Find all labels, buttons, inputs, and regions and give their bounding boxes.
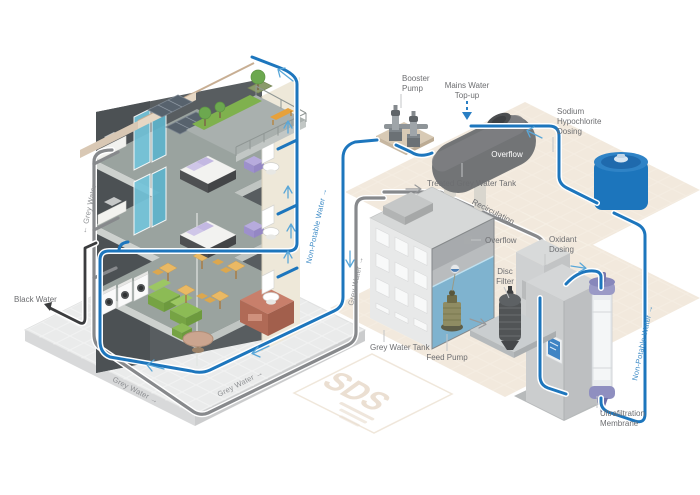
sofa (170, 294, 202, 327)
tank-panel-grid (375, 227, 428, 332)
treated-tank-label: Treated Grey Water Tank (427, 179, 517, 188)
mains-water-label: Top-up (455, 91, 480, 100)
sodium-hypochlorite-tank (594, 152, 648, 210)
membrane-skid (514, 264, 615, 421)
roof-trees (198, 69, 266, 126)
black-water-pipe (44, 240, 99, 327)
bed (179, 155, 237, 193)
flow-arrow-icon (283, 185, 293, 199)
toilets (261, 139, 280, 305)
membrane-outlet-riser (599, 211, 647, 424)
mains-arrowhead (462, 112, 472, 120)
ultrafiltration-label: Membrane (600, 419, 639, 428)
shower-glass (133, 166, 167, 236)
non-potable-pipes (97, 54, 648, 425)
sodium-dosing-label: Dosing (557, 127, 582, 136)
toilet (261, 269, 280, 305)
flow-arrow-icon (345, 250, 355, 268)
disc-filter-canister (499, 286, 521, 350)
non-potable-flow-label: Non-Potable Water → (304, 187, 329, 264)
flow-arrow-icon (251, 345, 270, 358)
armchair-purple (244, 156, 264, 173)
ground-floor-lounge (101, 271, 214, 353)
dosing-return-pipe (469, 124, 599, 205)
booster-pump-label: Pump (402, 84, 423, 93)
roof-bench (270, 108, 294, 125)
flow-arrows (146, 67, 587, 372)
flow-arrow-icon (405, 184, 422, 194)
mains-top-up (462, 101, 472, 120)
bath-counter (97, 197, 127, 226)
toilet-feed-stub (276, 266, 299, 279)
pump (407, 111, 420, 147)
skid-internal-pipe (538, 296, 568, 396)
black-water-arrowhead (44, 302, 52, 311)
grey-water-stub (92, 216, 120, 232)
sofa (148, 279, 180, 312)
flow-arrow-icon (526, 126, 543, 139)
ultrafiltration-label: Ultrafiltration (600, 409, 645, 418)
treated-tank-overflow-label: Overflow (491, 150, 523, 159)
label-leaders (383, 94, 598, 408)
disc-filter-label: Filter (496, 277, 514, 286)
flow-arrow-icon (286, 223, 296, 239)
toilet-feed-stub (276, 138, 299, 151)
tank-lid (383, 192, 433, 225)
booster-pump-label: Booster (402, 74, 430, 83)
flow-arrow-icon (146, 359, 165, 372)
round-table (182, 331, 214, 353)
bed (179, 220, 237, 258)
laundry-feed-stub (117, 240, 130, 253)
ultrafiltration-membrane-vessel (589, 272, 615, 412)
grey-water-main-pipe (92, 148, 386, 416)
treatment-equipment (369, 105, 648, 421)
tank-to-booster-pipe (394, 143, 434, 157)
building-loop-pipe (98, 55, 379, 374)
submersible-feed-pump (441, 264, 463, 332)
bedrooms (179, 155, 264, 258)
grey-water-stub (92, 150, 120, 166)
booster-pump-unit (376, 105, 434, 155)
oxidant-dosing-label: Oxidant (549, 235, 577, 244)
pump (389, 105, 402, 141)
flow-arrow-icon (283, 120, 293, 134)
sodium-dosing-label: Sodium (557, 107, 584, 116)
disc-filter-unit (470, 286, 556, 358)
washing-machines (101, 271, 149, 316)
sodium-dosing-label: Hypochlorite (557, 117, 602, 126)
grey-water-feed-tank (369, 186, 495, 350)
flow-arrow-icon (277, 67, 294, 82)
armchair-purple (244, 221, 264, 238)
flow-arrow-icon (469, 318, 487, 329)
watermark: SDS (292, 353, 454, 434)
overflow-port (464, 236, 472, 244)
membrane-inlet-pipe (564, 269, 603, 290)
mains-water-label: Mains Water (445, 81, 490, 90)
black-water-label: Black Water (14, 295, 57, 304)
flow-arrow-icon (283, 250, 293, 264)
feed-pump-label: Feed Pump (426, 353, 468, 362)
toilet-feed-stub (276, 203, 299, 216)
grey-water-tank-label: Grey Water Tank (370, 343, 431, 352)
disc-filter-label: Disc (497, 267, 513, 276)
feed-tank-overflow-label: Overflow (485, 236, 517, 245)
flow-arrow-icon (570, 262, 587, 273)
oxidant-dosing-label: Dosing (549, 245, 574, 254)
building (80, 62, 307, 373)
toilet (261, 204, 280, 240)
